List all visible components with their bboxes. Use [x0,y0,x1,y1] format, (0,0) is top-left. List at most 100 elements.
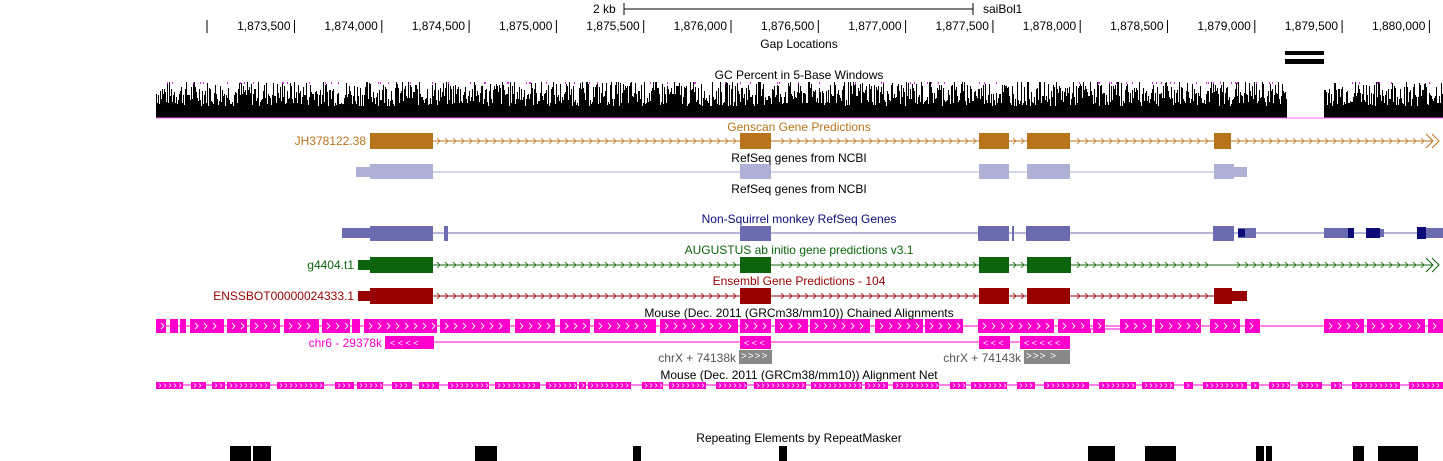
exon[interactable] [1214,164,1234,179]
exon[interactable] [979,133,1009,149]
exon[interactable] [1027,257,1071,273]
chain-block[interactable] [740,319,771,333]
net-block[interactable] [227,382,270,389]
exon[interactable] [370,257,433,273]
exon[interactable] [978,226,1009,241]
utr[interactable] [356,167,370,177]
net-block[interactable] [1409,382,1443,389]
net-block[interactable] [156,382,183,389]
chain-block[interactable] [660,319,738,333]
exon[interactable] [370,133,433,149]
track-title-augustus[interactable]: AUGUSTUS ab initio gene predictions v3.1 [684,243,914,257]
exon[interactable] [740,226,771,241]
ensembl-track[interactable] [358,288,1247,304]
gap-block[interactable] [1285,59,1324,64]
track-title-chain[interactable]: Mouse (Dec. 2011 (GRCm38/mm10)) Chained … [644,306,954,320]
net-block[interactable] [1331,382,1342,389]
track-title-net[interactable]: Mouse (Dec. 2011 (GRCm38/mm10)) Alignmen… [660,368,938,382]
track-title-gaps[interactable]: Gap Locations [760,37,838,51]
gap-track[interactable] [1285,51,1324,64]
track-title-gc[interactable]: GC Percent in 5-Base Windows [714,68,884,82]
chain-block[interactable] [925,319,963,333]
net-block[interactable] [950,382,966,389]
gap-block[interactable] [1285,51,1324,55]
net-block[interactable] [1298,382,1322,389]
exon[interactable] [740,164,771,179]
utr[interactable] [358,291,370,301]
chain-block[interactable] [594,319,656,333]
exon[interactable] [740,257,771,273]
ensembl-item-label[interactable]: ENSSBOT00000024333.1 [213,289,354,303]
chain-block[interactable] [385,336,434,349]
exon[interactable] [740,133,771,149]
track-title-refseq[interactable]: RefSeq genes from NCBI [731,151,867,165]
exon[interactable] [370,164,433,179]
net-block[interactable] [754,382,806,389]
track-title-genscan[interactable]: Genscan Gene Predictions [727,120,871,134]
utr[interactable] [1232,291,1247,301]
exon[interactable] [1213,226,1234,241]
net-track[interactable] [156,382,1443,389]
exon[interactable] [1380,229,1384,237]
net-block[interactable] [448,382,489,389]
exon[interactable] [1324,228,1348,238]
net-block[interactable] [335,382,354,389]
chain-block[interactable] [1324,319,1364,333]
chain-block[interactable] [1120,319,1152,333]
chain-block[interactable] [740,336,771,349]
chain-block[interactable] [978,319,1054,333]
chain-block[interactable] [180,319,186,333]
augustus-item-label[interactable]: g4404.t1 [307,258,354,272]
repeat-element[interactable] [253,446,271,461]
chain-block[interactable] [352,319,360,333]
chain-item-label-chrx-1[interactable]: chrX + 74138k [658,351,736,365]
chain-block[interactable] [560,319,590,333]
net-block[interactable] [716,382,747,389]
exon[interactable] [979,257,1009,273]
net-block[interactable] [495,382,540,389]
chain-block[interactable] [1093,319,1105,333]
exon[interactable] [1027,164,1070,179]
genscan-track[interactable] [370,133,1440,149]
utr[interactable] [1234,167,1247,177]
net-block[interactable] [971,382,1007,389]
track-title-ensembl[interactable]: Ensembl Gene Predictions - 104 [712,274,886,288]
net-block[interactable] [1099,382,1136,389]
chain-block[interactable] [170,319,178,333]
exon[interactable] [370,288,433,304]
gc-percent-track[interactable] [156,82,1443,119]
genscan-item-label[interactable]: JH378122.38 [294,134,366,148]
augustus-track[interactable] [358,257,1440,273]
net-block[interactable] [1017,382,1035,389]
exon[interactable] [1366,228,1380,238]
net-block[interactable] [357,382,383,389]
chain-track[interactable]: < < < < < < < < < < < < < < < [156,319,1443,349]
track-title-repeatmasker[interactable]: Repeating Elements by RepeatMasker [696,431,902,445]
exon[interactable] [1426,228,1443,238]
track-title-xeno-refseq[interactable]: Non-Squirrel monkey RefSeq Genes [701,212,897,226]
refseq-track[interactable] [356,164,1247,179]
net-block[interactable] [191,382,206,389]
chain-item-label-chr6[interactable]: chr6 - 29378k [308,336,382,350]
repeat-element[interactable] [1088,446,1115,461]
chain-block[interactable]: >>> > [1024,350,1070,364]
net-block[interactable] [277,382,324,389]
chain-block[interactable] [156,319,166,333]
repeat-element[interactable] [475,446,497,461]
chain-block[interactable] [515,319,555,333]
repeat-element[interactable] [1378,446,1418,461]
track-title-refseq-second[interactable]: RefSeq genes from NCBI [731,182,867,196]
exon[interactable] [1214,288,1232,304]
net-block[interactable] [1203,382,1247,389]
chain-block[interactable] [1210,319,1240,333]
chain-block[interactable] [227,319,247,333]
chain-block[interactable] [1020,336,1070,349]
chain-block[interactable] [810,319,870,333]
exon[interactable] [1026,226,1070,241]
exon[interactable] [740,288,771,304]
net-block[interactable] [1044,382,1089,389]
exon[interactable] [370,226,433,241]
net-block[interactable] [1352,382,1400,389]
chain-block[interactable] [1367,319,1425,333]
net-block[interactable] [1184,382,1193,389]
